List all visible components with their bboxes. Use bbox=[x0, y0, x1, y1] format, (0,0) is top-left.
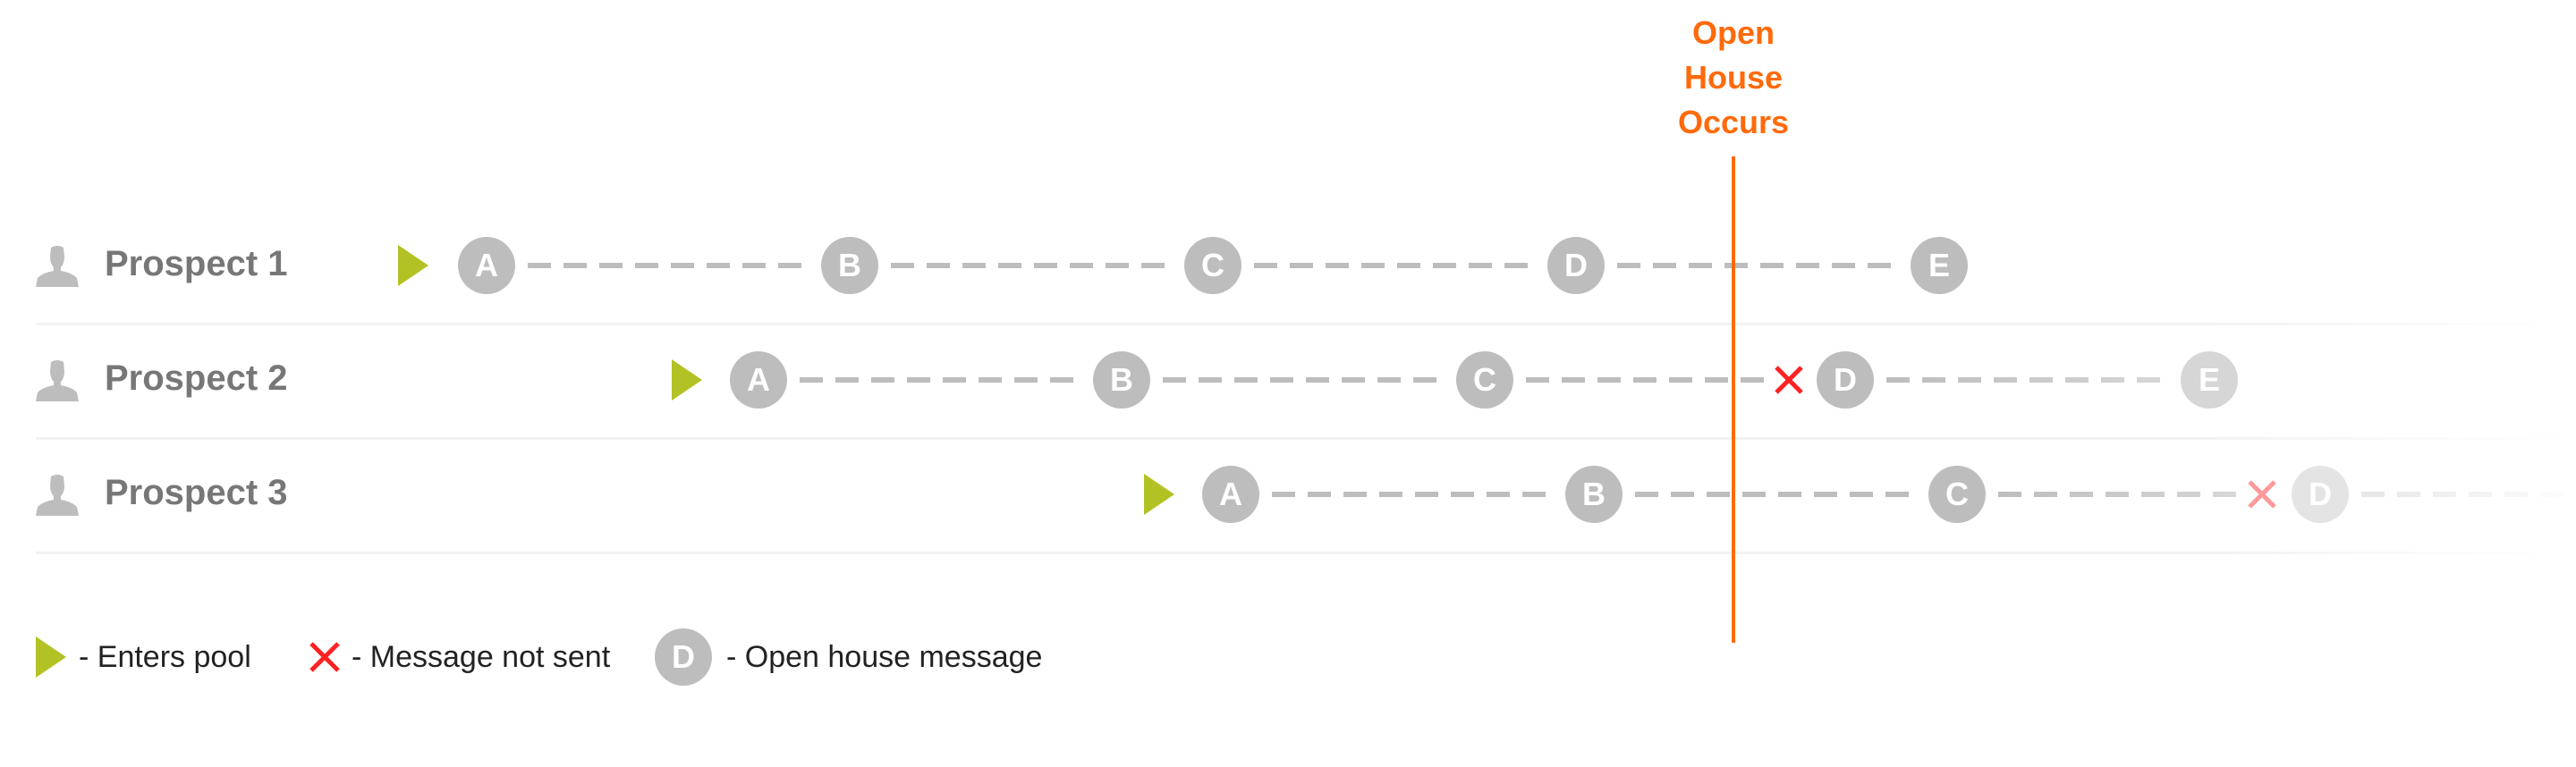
legend-label-enters-pool: - Enters pool bbox=[79, 639, 251, 674]
prospect-name: Prospect 2 bbox=[105, 358, 288, 398]
message-node-d: D bbox=[2292, 466, 2349, 523]
dashed-connector bbox=[1163, 377, 1444, 383]
enters-pool-triangle-icon bbox=[36, 636, 66, 678]
message-node-d: D bbox=[1547, 237, 1605, 294]
dashed-connector bbox=[2361, 492, 2567, 497]
message-node-a: A bbox=[458, 237, 515, 294]
legend: - Enters pool - Message not sent D - Ope… bbox=[0, 626, 1163, 688]
dashed-connector bbox=[1272, 492, 1553, 497]
prospect-name: Prospect 3 bbox=[105, 473, 288, 512]
message-node-c: C bbox=[1184, 237, 1241, 294]
open-house-occurs-line bbox=[1732, 156, 1735, 643]
enters-pool-triangle-icon bbox=[398, 245, 428, 286]
prospect-name: Prospect 1 bbox=[105, 244, 288, 283]
message-node-a: A bbox=[1202, 466, 1259, 523]
dashed-connector bbox=[891, 263, 1172, 268]
message-node-b: B bbox=[1093, 351, 1150, 409]
dashed-connector bbox=[1886, 377, 2168, 383]
message-node-b: B bbox=[821, 237, 878, 294]
open-house-occurs-label: Open House Occurs bbox=[1644, 11, 1823, 145]
message-node-e: E bbox=[1911, 237, 1968, 294]
open-house-label-line-1: Open bbox=[1691, 14, 1775, 51]
dashed-connector bbox=[1526, 377, 1773, 383]
message-not-sent-x-icon bbox=[309, 642, 340, 672]
message-node-c: C bbox=[1456, 351, 1513, 409]
dashed-connector bbox=[1254, 263, 1535, 268]
dashed-connector bbox=[1635, 492, 1916, 497]
dashed-connector bbox=[528, 263, 809, 268]
legend-label-open-house-message: - Open house message bbox=[726, 639, 1043, 674]
person-icon bbox=[36, 246, 79, 287]
legend-item-message-not-sent: - Message not sent bbox=[309, 626, 610, 688]
dashed-connector bbox=[1998, 492, 2246, 497]
person-icon bbox=[36, 360, 79, 401]
message-node-a: A bbox=[730, 351, 787, 409]
message-node-e: E bbox=[2181, 351, 2238, 409]
legend-label-message-not-sent: - Message not sent bbox=[352, 639, 611, 674]
row-separator bbox=[36, 323, 2576, 325]
message-node-d: D bbox=[1817, 351, 1874, 409]
open-house-message-node-icon: D bbox=[655, 628, 712, 686]
message-node-b: B bbox=[1565, 466, 1623, 523]
dashed-connector bbox=[1617, 263, 1898, 268]
enters-pool-triangle-icon bbox=[1144, 474, 1174, 515]
open-house-label-line-3: Occurs bbox=[1677, 104, 1790, 140]
legend-item-enters-pool: - Enters pool bbox=[36, 626, 251, 688]
row-separator bbox=[36, 552, 2576, 554]
open-house-label-line-2: House bbox=[1683, 59, 1784, 96]
message-not-sent-x-icon bbox=[2248, 480, 2276, 509]
dashed-connector bbox=[800, 377, 1080, 383]
row-separator bbox=[36, 437, 2576, 440]
legend-item-open-house-message: D - Open house message bbox=[655, 626, 1042, 688]
person-icon bbox=[36, 475, 79, 516]
message-not-sent-x-icon bbox=[1775, 366, 1803, 394]
enters-pool-triangle-icon bbox=[672, 359, 702, 400]
message-node-c: C bbox=[1928, 466, 1986, 523]
